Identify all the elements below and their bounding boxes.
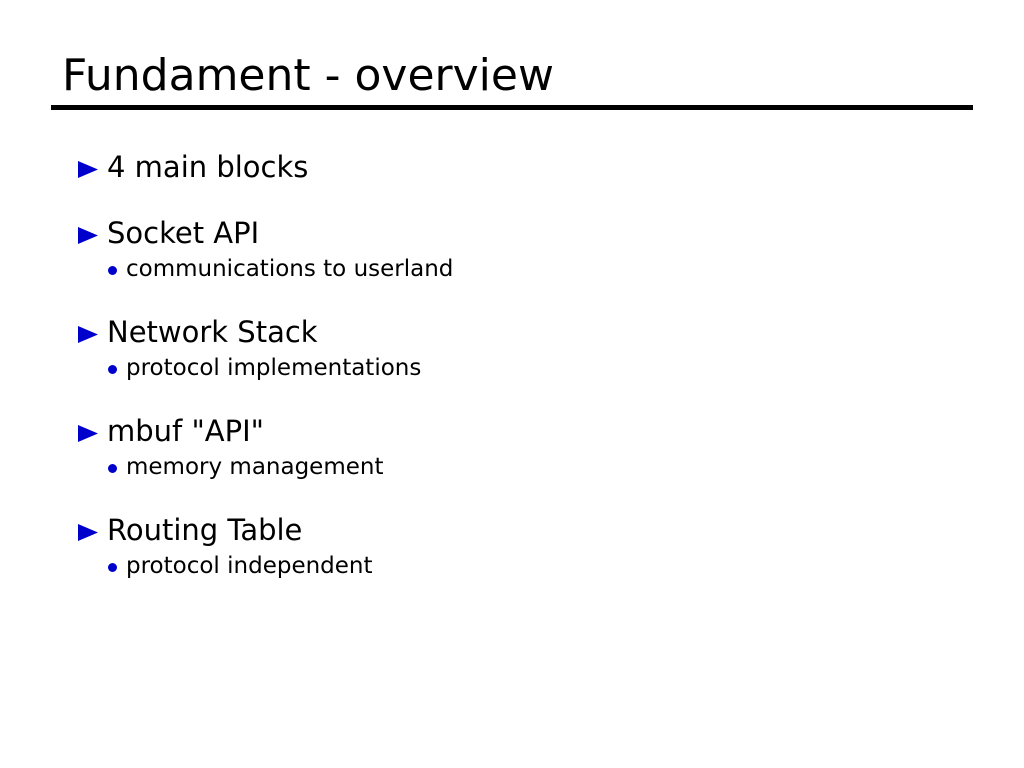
list-item-label: Routing Table [107, 513, 303, 547]
page-title: Fundament - overview [62, 50, 554, 101]
sub-list-item-label: memory management [126, 454, 384, 480]
sub-list-item-label: protocol independent [126, 553, 373, 579]
sub-list-item-label: protocol implementations [126, 355, 422, 381]
triangle-right-icon [78, 425, 98, 442]
bullet-group: Socket API communications to userland [78, 214, 978, 285]
sub-list-item[interactable]: communications to userland [108, 254, 978, 285]
bullet-group: Network Stack protocol implementations [78, 313, 978, 384]
triangle-right-icon [78, 326, 98, 343]
triangle-right-icon [78, 524, 98, 541]
list-item[interactable]: mbuf "API" [78, 412, 978, 450]
list-item[interactable]: Routing Table [78, 511, 978, 549]
bullet-group: mbuf "API" memory management [78, 412, 978, 483]
sub-list-item[interactable]: protocol implementations [108, 353, 978, 384]
dot-icon [108, 464, 117, 473]
triangle-right-icon [78, 161, 98, 178]
list-item-label: Socket API [107, 216, 260, 250]
slide-body: 4 main blocks Socket API communications … [78, 148, 978, 582]
sub-list-item[interactable]: memory management [108, 452, 978, 483]
list-item[interactable]: Socket API [78, 214, 978, 252]
sub-list-item-label: communications to userland [126, 256, 454, 282]
list-item[interactable]: 4 main blocks [78, 148, 978, 186]
bullet-group: Routing Table protocol independent [78, 511, 978, 582]
list-item-label: mbuf "API" [107, 414, 265, 448]
dot-icon [108, 563, 117, 572]
list-item[interactable]: Network Stack [78, 313, 978, 351]
bullet-group: 4 main blocks [78, 148, 978, 186]
dot-icon [108, 365, 117, 374]
sub-list-item[interactable]: protocol independent [108, 551, 978, 582]
list-item-label: Network Stack [107, 315, 318, 349]
dot-icon [108, 266, 117, 275]
slide-title-block: Fundament - overview [51, 48, 973, 110]
title-underline-rule [51, 105, 973, 110]
triangle-right-icon [78, 227, 98, 244]
list-item-label: 4 main blocks [107, 150, 309, 184]
